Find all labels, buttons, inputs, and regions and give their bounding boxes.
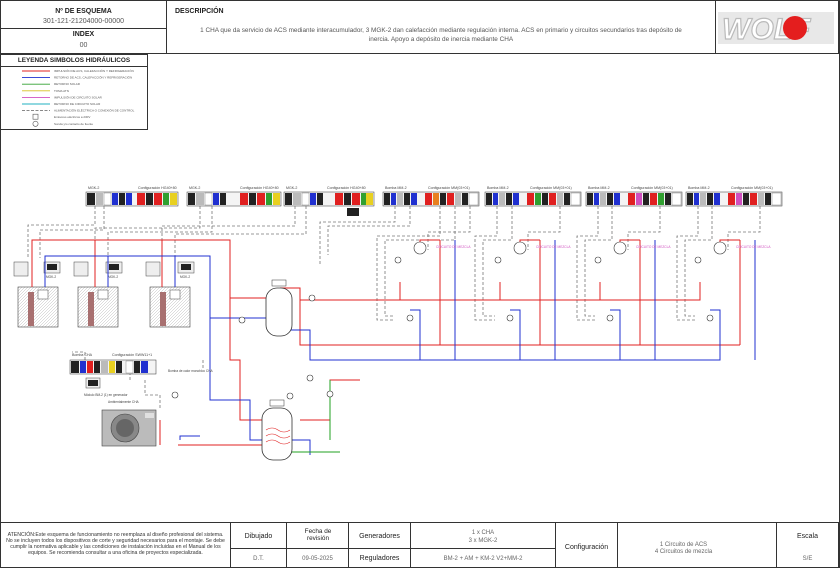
cold-water-pipes [290, 380, 340, 453]
svg-text:Configuración SWW11+1: Configuración SWW11+1 [112, 353, 152, 357]
mgk-controller-1 [85, 191, 179, 207]
legend-item: Sonda y/o contacto de fuente [32, 120, 93, 127]
config-value-1: 1 Circuito de ACS [659, 542, 708, 548]
scale-value: S/E [802, 556, 813, 562]
index-value: 00 [79, 42, 88, 49]
mixer-controller-2 [484, 191, 582, 207]
legend-label: IMPULSIÓN DE CIRCUITO SOLAR [54, 94, 103, 99]
svg-text:MGK-2: MGK-2 [286, 186, 297, 190]
config-label: Configuración [564, 544, 609, 551]
return-pipes [44, 240, 756, 455]
legend-item: RETORNO DE ACS, CALEFACCIÓN Y REFRIGERAC… [22, 75, 132, 80]
svg-text:MGK-2: MGK-2 [88, 186, 99, 190]
hydraulic-diagram: MGK-2 Configuración HG40+80 MGK-2 Config… [13, 186, 783, 461]
config-value-2: 4 Circuitos de mezcla [654, 549, 713, 555]
svg-text:Bomba de calor monobloc CHA: Bomba de calor monobloc CHA [168, 369, 214, 373]
svg-text:Configuración HG40+80: Configuración HG40+80 [138, 186, 177, 190]
mixed-circuit-emitters [171, 241, 727, 400]
flow-pipes [31, 239, 741, 446]
cha-heat-pump [101, 409, 157, 447]
warning-text: ATENCIÓN:Este esquema de funcionamiento … [6, 532, 225, 556]
svg-text:Bomba MM-2: Bomba MM-2 [385, 186, 407, 190]
drawn-label: Dibujado [244, 533, 273, 540]
mgk-controller-3 [283, 191, 375, 216]
svg-text:MGK-2: MGK-2 [108, 275, 118, 279]
svg-text:CIRCUITO DE MEZCLA: CIRCUITO DE MEZCLA [636, 245, 671, 249]
boiler-mgk-2 [73, 261, 123, 328]
description-line-2: inercia. Apoyo a depósito de inercia med… [368, 36, 514, 43]
svg-text:MGK-2: MGK-2 [189, 186, 200, 190]
legend-label: Emisores eléctricos a 230V [54, 115, 90, 119]
mixer-controller-3 [585, 191, 683, 207]
logo-box [715, 0, 839, 54]
buffer-tank [265, 279, 293, 337]
index-label: INDEX [72, 31, 95, 38]
boiler-mgk-1 [13, 261, 61, 328]
control-wiring [27, 206, 761, 410]
svg-text:Configuración MM(03+01): Configuración MM(03+01) [731, 186, 773, 190]
generators-label: Generadores [359, 533, 400, 540]
svg-text:MGK-2: MGK-2 [180, 275, 190, 279]
svg-text:Módulo BM-2 (1) en generador: Módulo BM-2 (1) en generador [84, 393, 129, 397]
scheme-number: 301-121-21204000-00000 [43, 18, 124, 25]
generators-value-1: 1 x CHA [471, 530, 495, 536]
legend-label: Sonda y/o contacto de fuente [54, 122, 93, 126]
row-divider-1 [230, 548, 555, 549]
revision-label: Fecha de revisión [304, 528, 332, 542]
svg-text:Configuración HG40+80: Configuración HG40+80 [240, 186, 279, 190]
mgk-controller-2 [186, 191, 282, 207]
scheme-number-label: Nº DE ESQUEMA [55, 8, 112, 15]
revision-value: 09-05-2025 [302, 556, 333, 562]
svg-text:Bomba MM-2: Bomba MM-2 [688, 186, 710, 190]
legend-label: ALIMENTACIÓN ELÉCTRICA O CONEXIÓN DE CON… [54, 108, 135, 113]
legend-label: RETORNO SOLAR [54, 82, 81, 86]
svg-text:MGK-2: MGK-2 [46, 275, 56, 279]
legend-symbol [32, 113, 39, 120]
legend-item: Emisores eléctricos a 230V [32, 113, 90, 120]
legend-label: RETORNO DE CIRCUITO SOLAR [54, 102, 101, 106]
mixer-controller-1 [382, 191, 480, 207]
svg-text:Configuración MM(03+01): Configuración MM(03+01) [631, 186, 673, 190]
generators-value-2: 3 x MGK-2 [468, 538, 498, 544]
legend-items: IMPULSIÓN DE ACS, CALEFACCIÓN Y REFRIGER… [22, 68, 135, 127]
legend-item: ALIMENTACIÓN ELÉCTRICA O CONEXIÓN DE CON… [22, 108, 135, 113]
cha-controller [69, 359, 157, 389]
boiler-mgk-3 [145, 261, 195, 328]
legend-label: IMPULSIÓN DE ACS, CALEFACCIÓN Y REFRIGER… [54, 68, 134, 73]
svg-text:CIRCUITO DE MEZCLA: CIRCUITO DE MEZCLA [736, 245, 771, 249]
svg-text:Configuración HG40+80: Configuración HG40+80 [327, 186, 366, 190]
index-divider [0, 28, 167, 29]
legend-title: LEYENDA SIMBOLOS HIDRÁULICOS [17, 57, 131, 64]
svg-text:Bomba MM-2: Bomba MM-2 [588, 186, 610, 190]
legend-item: IMPULSIÓN DE CIRCUITO SOLAR [22, 94, 103, 99]
regulators-label: Reguladores [359, 555, 400, 562]
mixer-controller-4 [685, 191, 783, 207]
wolf-logo: WOLF [718, 12, 834, 47]
legend-label: RETORNO DE ACS, CALEFACCIÓN Y REFRIGERAC… [54, 75, 132, 80]
svg-text:CIRCUITO DE MEZCLA: CIRCUITO DE MEZCLA [536, 245, 571, 249]
svg-text:Bomba MM-2: Bomba MM-2 [487, 186, 509, 190]
description-label: DESCRIPCIÓN [175, 8, 224, 15]
legend-box [0, 54, 148, 130]
legend-item: TOMA ATN [22, 89, 69, 93]
regulators-value: BM-2 + AM + KM-2 V2+MM-2 [443, 556, 523, 562]
svg-text:Bomba CHA: Bomba CHA [72, 353, 93, 357]
svg-text:Configuración MM(03+01): Configuración MM(03+01) [530, 186, 572, 190]
svg-text:CIRCUITO DE MEZCLA: CIRCUITO DE MEZCLA [436, 245, 471, 249]
legend-symbol [32, 120, 39, 127]
drawn-value: D.T. [253, 556, 264, 562]
legend-item: RETORNO DE CIRCUITO SOLAR [22, 102, 101, 106]
svg-text:Configuración MM(03+01): Configuración MM(03+01) [428, 186, 470, 190]
legend-label: TOMA ATN [54, 89, 69, 93]
legend-item: RETORNO SOLAR [22, 82, 81, 86]
description-line-1: 1 CHA que da servicio de ACS mediante in… [200, 27, 682, 34]
legend-divider [0, 66, 148, 67]
scale-label: Escala [796, 533, 818, 540]
dhw-tank [261, 399, 293, 461]
svg-text:Ambientalmente CHA: Ambientalmente CHA [108, 400, 140, 404]
legend-item: IMPULSIÓN DE ACS, CALEFACCIÓN Y REFRIGER… [22, 68, 134, 73]
